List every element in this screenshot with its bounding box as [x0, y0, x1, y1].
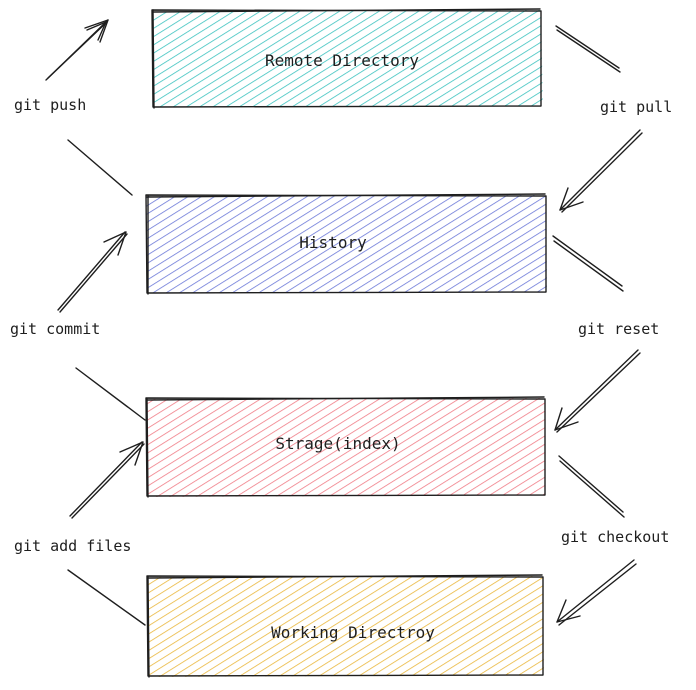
git-push-label: git push: [14, 96, 86, 114]
git-checkout-label: git checkout: [561, 528, 669, 546]
git-pull-label: git pull: [600, 98, 672, 116]
working-directory-box: Working Directroy: [146, 574, 544, 678]
staging-index-label: Strage(index): [275, 434, 400, 453]
git-commit-label: git commit: [10, 320, 100, 338]
git-add-files-arrow: [67, 441, 146, 626]
history-box: History: [145, 193, 547, 295]
git-pull-arrow: [555, 25, 643, 213]
git-commit-arrow: [57, 231, 146, 421]
git-add-files-label: git add files: [14, 537, 131, 555]
git-reset-label: git reset: [578, 320, 659, 338]
git-reset-arrow: [552, 235, 641, 433]
remote-directory-box: Remote Directory: [151, 8, 543, 109]
history-label: History: [299, 233, 367, 252]
staging-index-box: Strage(index): [145, 396, 546, 498]
remote-directory-label: Remote Directory: [265, 51, 419, 70]
git-checkout-arrow: [556, 455, 637, 626]
git-push-arrow: [45, 19, 133, 196]
working-directory-label: Working Directroy: [271, 623, 435, 642]
